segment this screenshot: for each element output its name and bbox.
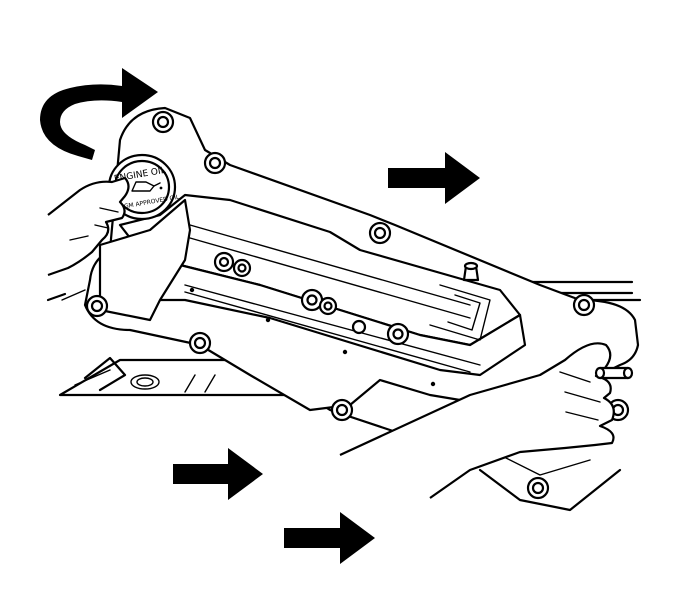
bolt-icon bbox=[151, 110, 175, 134]
oil-can-icon bbox=[131, 181, 163, 192]
direction-arrow-icon bbox=[284, 512, 375, 564]
direction-arrow-icon bbox=[388, 152, 480, 204]
direction-arrow-icon bbox=[173, 448, 263, 500]
bolt-icon bbox=[572, 293, 596, 317]
rotate-arrow-icon bbox=[40, 68, 158, 160]
center-fittings bbox=[189, 251, 480, 387]
bolt-icon bbox=[85, 294, 109, 318]
bolt-icon bbox=[526, 476, 550, 500]
flange-bolts bbox=[85, 110, 630, 500]
right-hand bbox=[339, 342, 634, 499]
bolt-icon bbox=[330, 398, 354, 422]
bolt-icon bbox=[188, 331, 212, 355]
bolt-icon bbox=[203, 151, 227, 175]
valve-cover bbox=[83, 106, 640, 442]
left-hand bbox=[46, 176, 130, 302]
bolt-icon bbox=[368, 221, 392, 245]
